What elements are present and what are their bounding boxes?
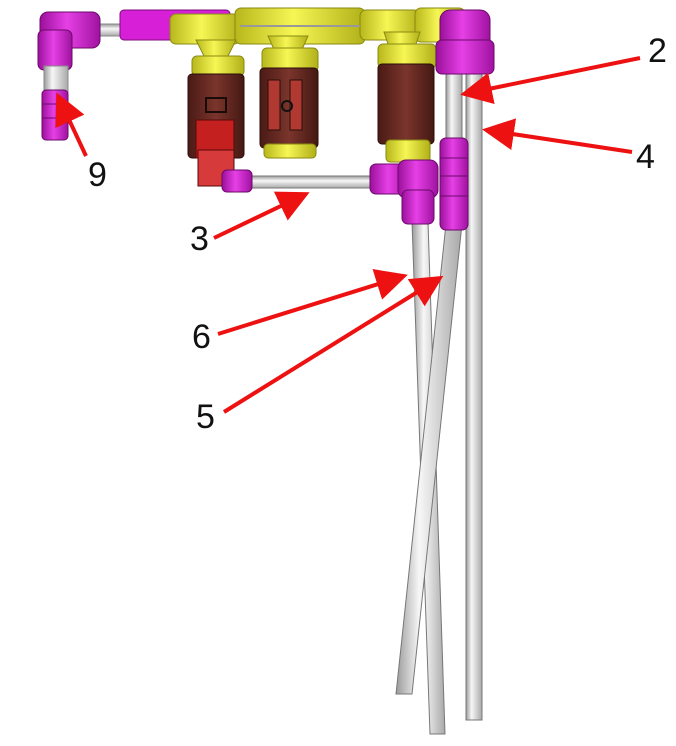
tee-fitting (369, 159, 439, 225)
tube-3 (243, 175, 381, 189)
callout-arrow-9 (55, 92, 88, 157)
callout-arrow-4 (482, 118, 633, 154)
right-elbow-fitting (435, 9, 495, 75)
union-fitting-right (439, 137, 469, 231)
callout-label-6: 6 (192, 318, 211, 356)
elbow-fitting-3-left (221, 169, 253, 193)
solenoid-valve-3 (377, 31, 437, 163)
callout-label-9: 9 (88, 156, 107, 194)
valve-manifold (119, 7, 466, 45)
callout-label-2: 2 (648, 32, 667, 70)
callout-arrow-6 (217, 269, 408, 336)
callout-label-3: 3 (190, 220, 209, 258)
solenoid-valve-1 (187, 39, 245, 187)
callout-arrow-3 (213, 191, 310, 240)
callout-label-4: 4 (636, 138, 655, 176)
callout-arrow-5 (222, 275, 444, 414)
callout-arrow-2 (460, 56, 641, 105)
solenoid-valve-2 (259, 35, 319, 159)
callout-label-5: 5 (196, 398, 215, 436)
